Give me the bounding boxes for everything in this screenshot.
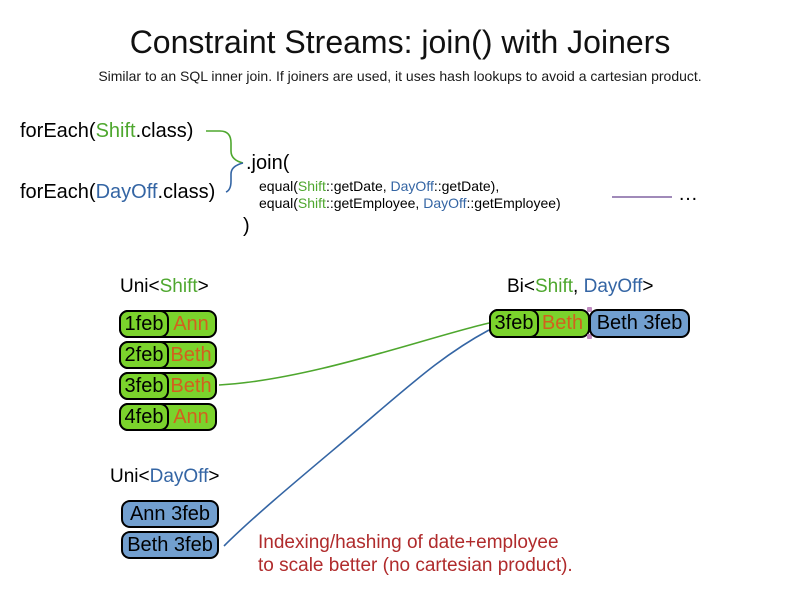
code-text: equal( (259, 195, 298, 211)
code-text: ::getEmployee, (325, 195, 424, 211)
code-text: .class) (157, 181, 216, 203)
table-row: Beth 3feb (121, 531, 219, 559)
title-text: > (197, 276, 209, 297)
shift-class-token: Shift (297, 195, 326, 211)
dayoff-cell: Ann 3feb (129, 502, 211, 525)
uni-dayoff-table: Ann 3feb Beth 3feb (121, 500, 219, 559)
shift-class-token: Shift (95, 120, 136, 142)
code-text: ::getEmployee) (466, 195, 561, 211)
dayoff-class-token: DayOff (149, 466, 209, 487)
date-cell: 2feb (119, 341, 169, 369)
date-cell: 1feb (119, 310, 169, 338)
date-cell: 4feb (119, 403, 169, 431)
shift-class-token: Shift (297, 178, 326, 194)
code-text: equal( (259, 178, 298, 194)
title-text: > (208, 466, 220, 487)
table-row: 3feb Beth (119, 372, 217, 400)
code-foreach-shift: forEach(Shift.class) (20, 120, 193, 143)
note-line-2: to scale better (no cartesian product). (258, 555, 573, 576)
table-row: 2feb Beth (119, 341, 217, 369)
brace-bottom-blue-segment (225, 162, 244, 193)
title-text: Uni< (120, 276, 160, 297)
table-row: 4feb Ann (119, 403, 217, 431)
code-join-open: .join( (246, 152, 290, 174)
shift-class-token: Shift (159, 276, 198, 297)
date-cell: 3feb (119, 372, 169, 400)
date-cell: 3feb (489, 309, 539, 338)
subtitle: Similar to an SQL inner join. If joiners… (98, 68, 702, 84)
brace-top-green-segment (206, 130, 244, 164)
uni-dayoff-title: Uni<DayOff> (110, 466, 220, 488)
dayoff-class-token: DayOff (423, 195, 467, 211)
uni-shift-table: 1feb Ann 2feb Beth 3feb Beth 4feb Ann (119, 310, 217, 431)
employee-cell: Beth (541, 312, 584, 334)
employee-cell: Ann (173, 312, 209, 335)
bi-title: Bi<Shift, DayOff> (507, 276, 653, 298)
dayoff-cell: Beth 3feb (596, 312, 683, 334)
note-line-1: Indexing/hashing of date+employee (258, 532, 559, 553)
code-text: ::getDate), (433, 178, 500, 194)
code-text: .class) (135, 120, 194, 142)
code-foreach-dayoff: forEach(DayOff.class) (20, 181, 215, 204)
title-text: , (573, 276, 584, 297)
note-text: Indexing/hashing of date+employee to sca… (258, 531, 573, 577)
title-text: Bi< (507, 276, 535, 297)
code-text: forEach( (20, 181, 96, 203)
code-text: forEach( (20, 120, 96, 142)
page-title: Constraint Streams: join() with Joiners (129, 24, 671, 60)
bi-row-dayoff-part: Beth 3feb (589, 309, 690, 338)
ellipsis-text: … (678, 183, 698, 205)
shift-class-token: Shift (535, 276, 574, 297)
title-text: > (642, 276, 654, 297)
junction-marker (587, 307, 592, 312)
junction-marker (587, 334, 592, 339)
code-joiner-equal-employee: equal(Shift::getEmployee, DayOff::getEmp… (259, 195, 561, 211)
employee-cell: Beth (170, 343, 212, 366)
dayoff-class-token: DayOff (583, 276, 643, 297)
employee-cell: Ann (173, 405, 209, 428)
dayoff-class-token: DayOff (390, 178, 434, 194)
dayoff-cell: Beth 3feb (127, 533, 213, 556)
table-row: 1feb Ann (119, 310, 217, 338)
shift-to-bi-connector (218, 322, 490, 386)
title-text: Uni< (110, 466, 150, 487)
dayoff-class-token: DayOff (95, 181, 158, 203)
dayoff-to-bi-connector (223, 329, 490, 547)
uni-shift-title: Uni<Shift> (120, 276, 209, 298)
code-join-close: ) (243, 215, 250, 237)
code-joiner-equal-date: equal(Shift::getDate, DayOff::getDate), (259, 178, 499, 194)
employee-cell: Beth (170, 374, 212, 397)
bi-row-shift-part: 3feb Beth (489, 309, 590, 338)
code-text: ::getDate, (325, 178, 391, 194)
table-row: Ann 3feb (121, 500, 219, 528)
